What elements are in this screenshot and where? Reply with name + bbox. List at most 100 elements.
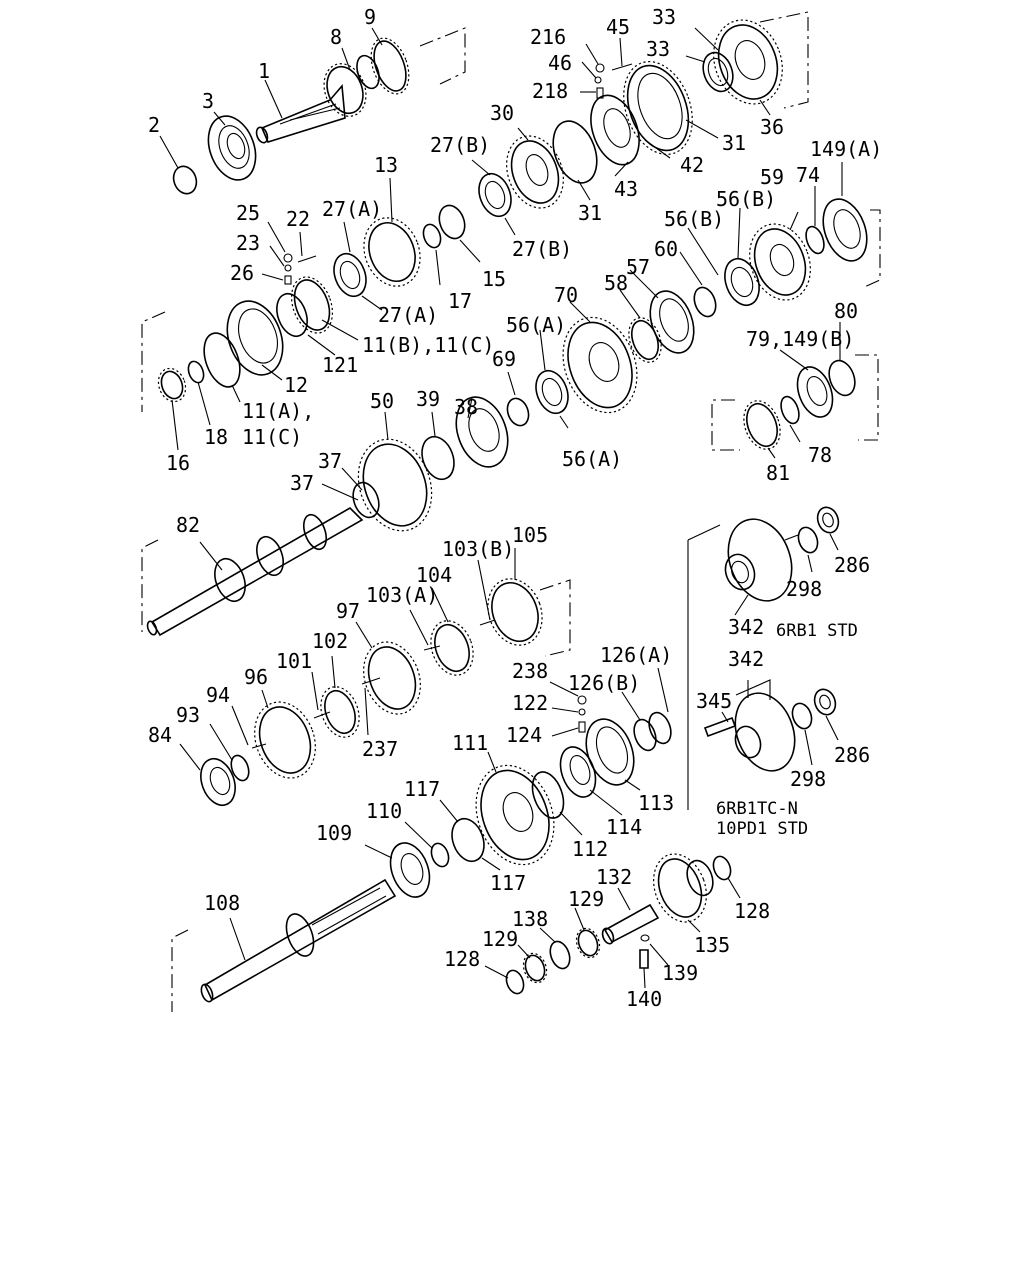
callout-101: 101 xyxy=(276,649,312,673)
callout-37-bottom: 37 xyxy=(290,471,314,495)
callout-30: 30 xyxy=(490,101,514,125)
callout-36: 36 xyxy=(760,115,784,139)
ring-11b xyxy=(293,279,331,331)
callout-31-top: 31 xyxy=(722,131,746,155)
main-shaft-upper-group xyxy=(141,11,809,412)
hub-114 xyxy=(559,746,597,798)
collar-78 xyxy=(780,395,800,425)
needle-bearing-129-left xyxy=(524,954,546,982)
pin-124 xyxy=(578,721,586,733)
spring-122 xyxy=(578,708,586,716)
note-6rb1-std: 6RB1 STD xyxy=(776,621,858,641)
callout-105: 105 xyxy=(512,523,548,547)
countershaft-group xyxy=(200,578,571,807)
gear-36 xyxy=(717,24,779,100)
bearing-84 xyxy=(200,757,236,807)
flange-group xyxy=(687,506,840,810)
callout-13: 13 xyxy=(374,153,398,177)
bolt-345 xyxy=(703,716,737,738)
callout-129-top: 129 xyxy=(568,887,604,911)
key-103b xyxy=(479,619,496,626)
callout-31-mid: 31 xyxy=(578,201,602,225)
callout-139: 139 xyxy=(662,961,698,985)
flange-342-tc xyxy=(734,692,796,772)
callout-56b-mid: 56(B) xyxy=(664,207,724,231)
callout-56a-bottom: 56(A) xyxy=(562,447,622,471)
gear-70 xyxy=(567,321,633,409)
callout-11c: 11(C) xyxy=(242,425,302,449)
collar-69 xyxy=(506,397,530,427)
callout-56b-top: 56(B) xyxy=(716,187,776,211)
gear-105 xyxy=(491,582,539,642)
spacer-138 xyxy=(549,940,571,970)
callout-124: 124 xyxy=(506,723,542,747)
callout-126b: 126(B) xyxy=(568,671,640,695)
callout-84: 84 xyxy=(148,723,172,747)
callout-labels: 1 2 3 8 9 216 45 33 33 46 218 36 31 42 4… xyxy=(148,5,882,1011)
synchro-ring-31 xyxy=(552,120,598,184)
callout-238: 238 xyxy=(512,659,548,683)
callout-78: 78 xyxy=(808,443,832,467)
callout-113: 113 xyxy=(638,791,674,815)
ring-58 xyxy=(631,319,659,361)
callout-114: 114 xyxy=(606,815,642,839)
needle-bearing-56a xyxy=(535,369,569,415)
callout-26: 26 xyxy=(230,261,254,285)
washer-128-left xyxy=(505,969,525,995)
spring-46 xyxy=(594,76,602,84)
callout-138: 138 xyxy=(512,907,548,931)
callout-103a: 103(A) xyxy=(366,583,438,607)
needle-bearing-39 xyxy=(421,435,455,481)
callout-11bc: 11(B),11(C) xyxy=(362,333,494,357)
callout-149a: 149(A) xyxy=(810,137,882,161)
callout-38: 38 xyxy=(454,395,478,419)
callout-298-std: 298 xyxy=(786,577,822,601)
callout-108: 108 xyxy=(204,891,240,915)
ball-216 xyxy=(595,63,605,73)
idler-gear-135 xyxy=(657,858,703,918)
callout-298-tc: 298 xyxy=(790,767,826,791)
callout-45: 45 xyxy=(606,15,630,39)
hub-121 xyxy=(276,292,308,338)
washer-128-right xyxy=(712,855,732,881)
callout-96: 96 xyxy=(244,665,268,689)
callout-112: 112 xyxy=(572,837,608,861)
callout-33-top: 33 xyxy=(652,5,676,29)
callout-18: 18 xyxy=(204,425,228,449)
gear-96 xyxy=(258,706,312,774)
callout-1: 1 xyxy=(258,59,270,83)
callout-27a-bottom: 27(A) xyxy=(378,303,438,327)
ring-9 xyxy=(373,40,407,92)
callout-37-top: 37 xyxy=(318,449,342,473)
gear-50 xyxy=(362,443,428,527)
callout-43: 43 xyxy=(614,177,638,201)
key-103a xyxy=(423,645,441,651)
callout-140: 140 xyxy=(626,987,662,1011)
callout-82: 82 xyxy=(176,513,200,537)
callout-102: 102 xyxy=(312,629,348,653)
callout-9: 9 xyxy=(364,5,376,29)
callout-80: 80 xyxy=(834,299,858,323)
needle-bearing-129-right xyxy=(577,929,599,957)
gear-104 xyxy=(434,623,470,673)
callout-135: 135 xyxy=(694,933,730,957)
bolt-140 xyxy=(639,949,649,969)
callout-59: 59 xyxy=(760,165,784,189)
gear-59 xyxy=(753,228,807,296)
callout-103b: 103(B) xyxy=(442,537,514,561)
needle-bearing-56b xyxy=(724,257,760,307)
callout-27b-bottom: 27(B) xyxy=(512,237,572,261)
snap-ring-18 xyxy=(187,360,205,384)
callout-128-right: 128 xyxy=(734,899,770,923)
main-shaft-rear-group xyxy=(141,198,881,637)
collar-15 xyxy=(438,204,466,240)
callout-50: 50 xyxy=(370,389,394,413)
lock-139 xyxy=(640,934,650,942)
leader-lines xyxy=(159,27,843,989)
callout-237: 237 xyxy=(362,737,398,761)
callout-93: 93 xyxy=(176,703,200,727)
ring-8 xyxy=(356,54,380,90)
pilot-bearing-16 xyxy=(160,370,184,400)
o-ring-298-std xyxy=(797,526,819,554)
